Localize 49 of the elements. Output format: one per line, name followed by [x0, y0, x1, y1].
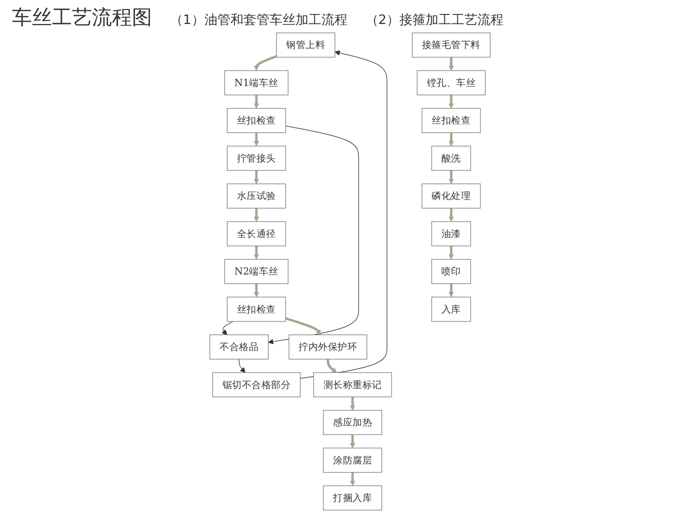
node-box: 丝扣检查 [226, 108, 286, 134]
node-box: 酸洗 [431, 146, 471, 171]
node-box: 钢管上料 [276, 32, 336, 58]
arrow [254, 170, 260, 184]
arrow [285, 317, 321, 336]
arrow [254, 132, 260, 146]
arrow [300, 50, 388, 379]
node-box: 接箍毛管下料 [412, 32, 490, 58]
arrow [448, 246, 454, 260]
arrow [448, 132, 454, 146]
arrow [238, 358, 246, 373]
arrow [254, 284, 260, 298]
arrow [254, 246, 260, 260]
node-box: 入库 [431, 296, 471, 322]
arrow [448, 57, 454, 71]
arrow [254, 208, 260, 222]
node-box: 油漆 [431, 221, 471, 246]
node-box: 全长通径 [226, 221, 286, 246]
node-box: 喷印 [431, 259, 471, 284]
node-box: 丝扣检查 [422, 108, 481, 134]
arrow [350, 472, 356, 486]
arrow [448, 208, 454, 222]
arrow [448, 284, 454, 298]
node-box: 感应加热 [323, 410, 382, 435]
section-heading: （2）接箍加工工艺流程 [365, 12, 504, 29]
section-heading: （1）油管和套管车丝加工流程 [170, 12, 348, 29]
node-box: 不合格品 [210, 334, 269, 360]
node-box: 水压试验 [226, 184, 286, 208]
node-box: 镗孔、车丝 [416, 70, 486, 96]
arrow [350, 396, 356, 411]
node-box: 磷化处理 [422, 184, 481, 208]
arrow [268, 126, 359, 344]
arrow [254, 94, 260, 109]
arrow [222, 321, 234, 336]
arrow [448, 94, 454, 109]
arrow [254, 55, 277, 71]
diagram-title: 车丝工艺流程图 [12, 4, 152, 31]
node-box: 锯切不合格部分 [212, 372, 301, 398]
arrow [350, 434, 356, 448]
node-box: N2端车丝 [224, 259, 288, 284]
arrow [448, 170, 454, 184]
node-box: 拧内外保护环 [288, 334, 368, 360]
arrow [326, 359, 337, 373]
node-box: 测长称重标记 [313, 372, 392, 398]
node-box: 打捆入库 [323, 485, 382, 510]
node-box: 拧管接头 [226, 146, 286, 171]
node-box: 涂防腐层 [323, 448, 382, 473]
node-box: 丝扣检查 [226, 296, 286, 322]
node-box: N1端车丝 [224, 70, 288, 96]
